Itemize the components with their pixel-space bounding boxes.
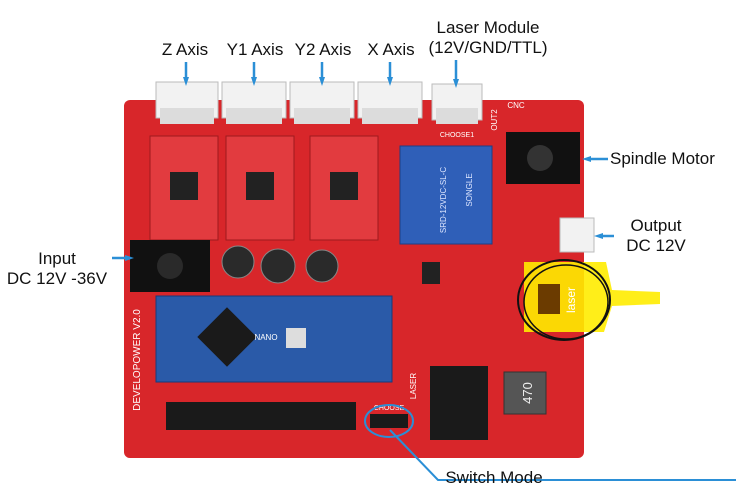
switch-mode-jumper: [370, 414, 408, 428]
inductor-text: 470: [520, 382, 535, 404]
label-laser-module-line1: Laser Module: [436, 18, 540, 37]
small-ic: [422, 262, 440, 284]
pin-header: [166, 402, 356, 430]
relay-brand-text: SONGLE: [465, 173, 474, 206]
stepper-driver-z: [149, 135, 219, 241]
label-input-line1: Input: [38, 249, 76, 268]
laser-switch-module: [430, 366, 488, 440]
laser-vertical-text: laser: [564, 287, 578, 313]
label-y2-axis: Y2 Axis: [294, 40, 352, 59]
y2-axis-connector: [289, 81, 355, 124]
laser-led: [538, 284, 560, 314]
switch-mode-circle: [364, 404, 414, 438]
stepper-driver-y2: [309, 135, 379, 241]
y1-axis-connector: [221, 81, 287, 124]
arrow-y1-axis: [251, 62, 257, 86]
brand-text: DEVELOPOWER V2.0: [132, 309, 143, 411]
input-jack: [130, 240, 210, 292]
switch-mode-callout: [389, 429, 736, 481]
label-input: Input DC 12V -36V: [4, 249, 110, 289]
arrow-output: [594, 233, 614, 239]
choose-bottom-text: CHOOSE: [374, 405, 405, 412]
arrow-spindle-motor: [582, 156, 608, 162]
hand-circle: [517, 259, 611, 341]
label-y1-axis: Y1 Axis: [226, 40, 284, 59]
arduino-nano: [155, 295, 393, 383]
arrow-laser-module: [453, 60, 459, 88]
label-input-line2: DC 12V -36V: [6, 269, 108, 288]
callout-arrows: [112, 60, 736, 481]
relay-spec-text: SRD-12VDC-SL-C: [439, 167, 448, 233]
label-laser-module: Laser Module (12V/GND/TTL): [418, 18, 558, 58]
yellow-highlight: [524, 262, 660, 332]
z-axis-connector: [155, 81, 219, 124]
capacitor-1: [221, 245, 255, 279]
x-axis-connector: [357, 81, 423, 124]
arrow-z-axis: [183, 62, 189, 86]
capacitor-3: [305, 249, 339, 283]
choose-top-text: CHOOSE1: [440, 132, 474, 139]
label-output: Output DC 12V: [616, 216, 696, 256]
out2-text: OUT2: [490, 109, 499, 131]
label-output-line2: DC 12V: [626, 236, 686, 255]
label-spindle-motor: Spindle Motor: [610, 149, 715, 168]
laser-small-text: LASER: [409, 373, 418, 399]
label-switch-mode: Switch Mode: [445, 468, 543, 487]
spindle-jack: [506, 132, 580, 184]
laser-module-connector: [431, 83, 483, 124]
arrow-input: [112, 255, 134, 261]
cnc-text: CNC: [507, 101, 525, 110]
inductor: [503, 371, 547, 415]
arrow-y2-axis: [319, 62, 325, 86]
output-connector: [559, 217, 595, 253]
relay: SRD-12VDC-SL-C: [399, 145, 493, 245]
nano-text: NANO: [254, 333, 277, 342]
label-x-axis: X Axis: [367, 40, 415, 59]
stepper-driver-y1: [225, 135, 295, 241]
arrow-x-axis: [387, 62, 393, 86]
hand-circle-2: [523, 264, 609, 340]
label-output-line1: Output: [630, 216, 682, 235]
capacitor-2: [260, 248, 296, 284]
label-laser-module-line2: (12V/GND/TTL): [428, 38, 548, 57]
label-z-axis: Z Axis: [161, 40, 209, 59]
